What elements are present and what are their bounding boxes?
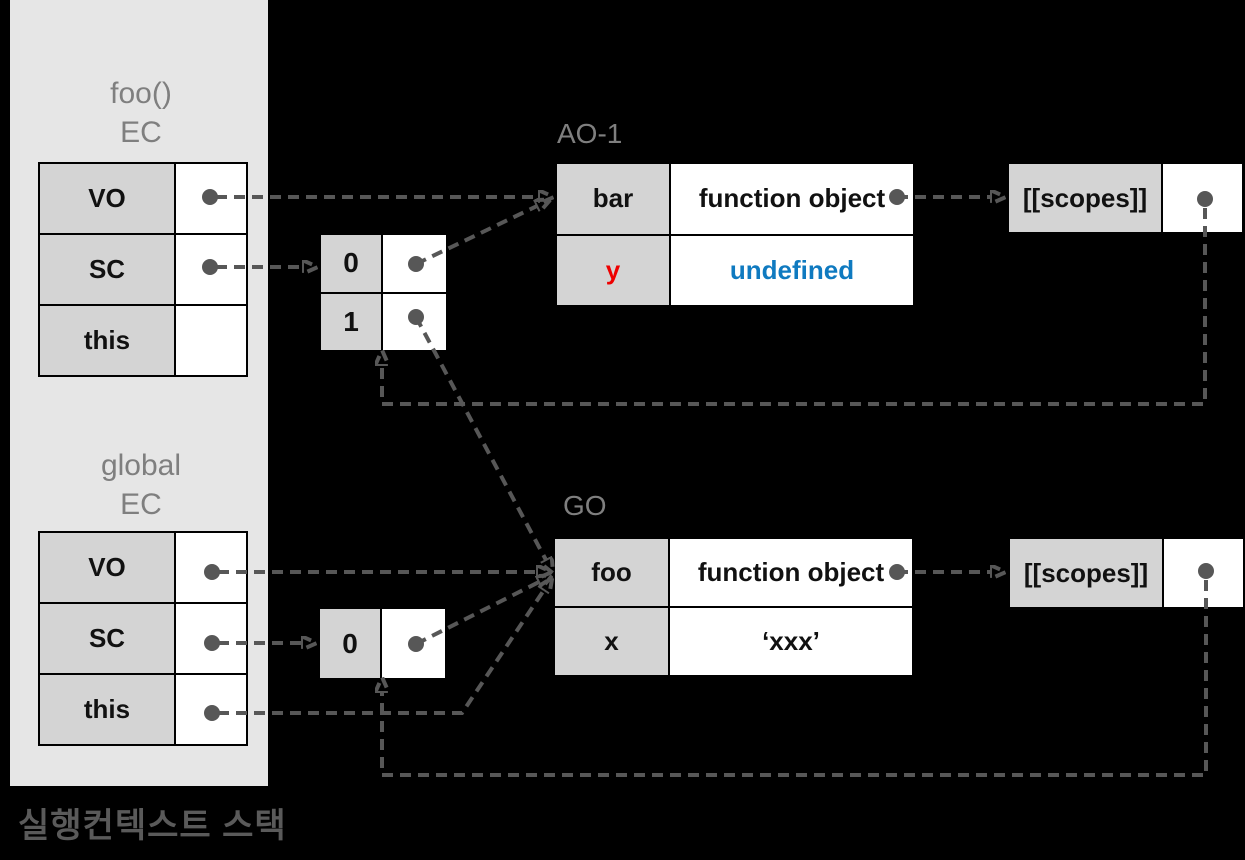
foo-ec-title-line2: EC <box>120 116 162 149</box>
global-ec-row-this-pointer-cell <box>176 675 246 744</box>
global-ec-row-this-label: this <box>40 675 174 744</box>
foo-scope-chain-pointer-0 <box>383 235 446 292</box>
global-ec-row-sc-pointer-cell <box>176 604 246 673</box>
stack-caption: 실행컨텍스트 스택 <box>18 807 287 845</box>
go-value-x: ‘xxx’ <box>670 608 912 675</box>
scopes-box-bottom-pointer-cell <box>1164 539 1243 607</box>
arrow-foo-chain1-to-go <box>414 316 546 560</box>
foo-ec-title-line1: foo() <box>110 77 172 110</box>
ao1-key-y: y <box>557 235 669 305</box>
foo-ec-table: VO SC this <box>38 162 248 377</box>
scopes-box-top: [[scopes]] <box>1007 162 1244 234</box>
global-ec-row-sc-label: SC <box>40 604 174 673</box>
scopes-box-bottom-label: [[scopes]] <box>1010 539 1162 607</box>
go-value-foo: function object <box>670 539 912 606</box>
scopes-box-top-pointer-cell <box>1163 164 1242 232</box>
go-key-foo: foo <box>555 539 668 606</box>
foo-ec-title: foo() EC <box>38 74 244 152</box>
foo-scope-chain-index-1: 1 <box>321 293 381 350</box>
global-ec-row-vo-label: VO <box>40 533 174 602</box>
go-table: foo function object x ‘xxx’ <box>553 537 914 677</box>
scopes-box-top-label: [[scopes]] <box>1009 164 1161 232</box>
foo-ec-row-vo-label: VO <box>40 164 174 233</box>
foo-ec-row-sc-label: SC <box>40 235 174 304</box>
go-key-x: x <box>555 608 668 675</box>
ao1-key-bar: bar <box>557 164 669 234</box>
foo-ec-row-sc-pointer-cell <box>176 235 246 304</box>
ao1-value-y: undefined <box>671 235 913 305</box>
scopes-box-bottom: [[scopes]] <box>1008 537 1245 609</box>
global-ec-title: global EC <box>38 446 244 524</box>
global-ec-table: VO SC this <box>38 531 248 746</box>
foo-scope-chain-index-0: 0 <box>321 235 381 292</box>
global-scope-chain-index-0: 0 <box>320 609 380 678</box>
go-title: GO <box>563 490 607 521</box>
global-ec-row-vo-pointer-cell <box>176 533 246 602</box>
foo-ec-row-this-empty-cell <box>176 306 246 375</box>
global-ec-title-line2: EC <box>120 488 162 521</box>
ao1-table: bar function object y undefined <box>555 162 915 307</box>
global-ec-title-line1: global <box>100 449 182 482</box>
foo-ec-row-vo-pointer-cell <box>176 164 246 233</box>
foo-scope-chain-table: 0 1 <box>319 233 448 352</box>
foo-scope-chain-pointer-1 <box>383 293 446 350</box>
global-scope-chain-table: 0 <box>318 607 447 680</box>
ao1-title: AO-1 <box>557 118 623 149</box>
ao1-value-bar: function object <box>671 164 913 234</box>
global-scope-chain-pointer-0 <box>382 609 445 678</box>
foo-ec-row-this-label: this <box>40 306 174 375</box>
